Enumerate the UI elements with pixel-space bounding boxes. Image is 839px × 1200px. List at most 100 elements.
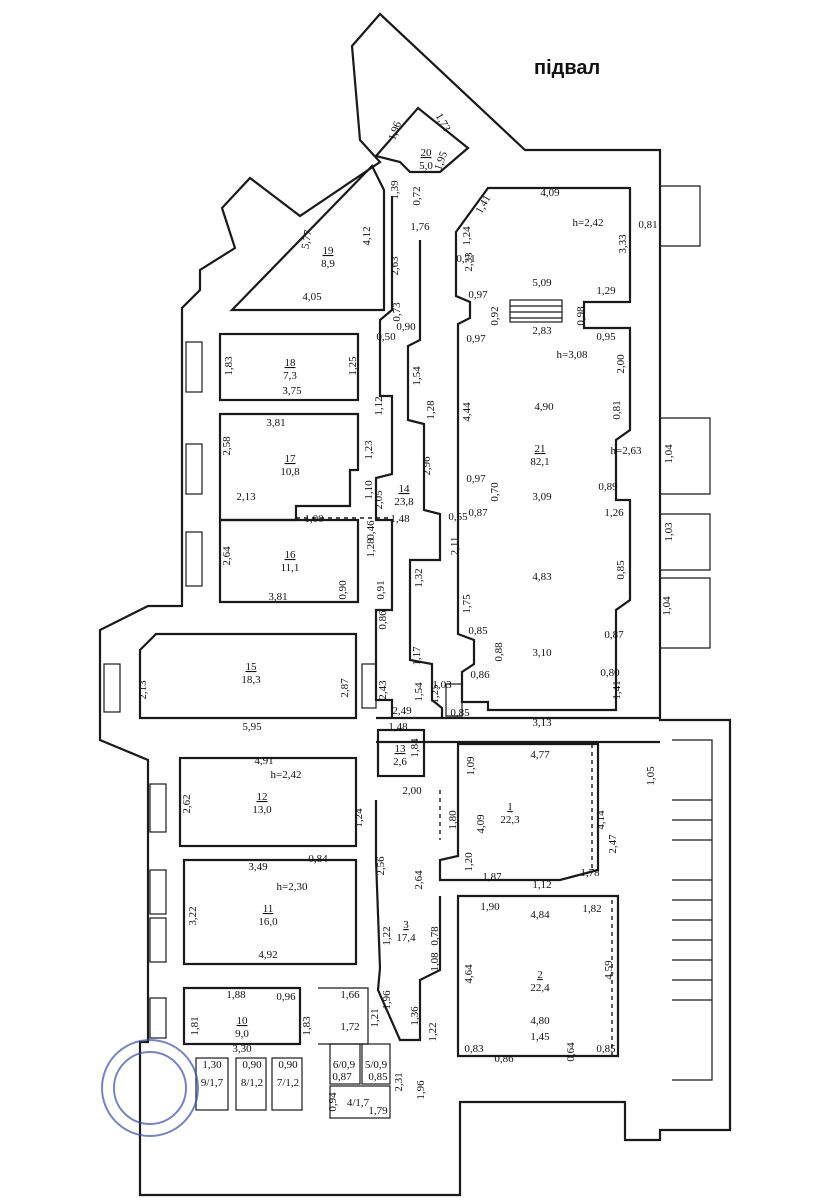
dimension-label: 1,66 <box>340 989 360 1001</box>
dimension-label: 1,00 <box>304 513 324 525</box>
dimension-label: 0,85 <box>450 707 470 719</box>
dimension-label: 5,77 <box>299 228 314 250</box>
room-number: 11 <box>263 903 274 915</box>
dimension-label: 1,83 <box>301 1016 313 1036</box>
dimension-label: 1,79 <box>368 1105 388 1117</box>
dimension-label: 1,12 <box>373 396 385 415</box>
dimension-label: 0,92 <box>489 306 501 325</box>
dimension-label: 4,91 <box>254 755 273 767</box>
dimension-label: 1,29 <box>596 285 616 297</box>
dimension-label: 1,20 <box>463 852 475 872</box>
dimension-label: 1,78 <box>580 867 600 879</box>
dimension-label: 0,86 <box>494 1053 514 1065</box>
plan-title: підвал <box>534 57 600 79</box>
dimension-label: 3,13 <box>532 717 552 729</box>
dimension-label: 0,70 <box>489 482 501 502</box>
room-21-wall <box>454 186 632 712</box>
dimension-label: 0,55 <box>448 511 468 523</box>
dimension-label: 0,80 <box>600 667 620 679</box>
small-room-label: 4/1,7 <box>347 1097 370 1109</box>
dimension-label: 1,45 <box>530 1031 550 1043</box>
dimension-label: 4,09 <box>475 814 487 834</box>
dimension-label: 0,94 <box>327 1092 339 1112</box>
dimension-label: 0,90 <box>278 1059 298 1071</box>
room-area: 23,8 <box>394 496 414 508</box>
dimension-label: 4,83 <box>532 571 552 583</box>
dimension-label: 0,89 <box>598 481 618 493</box>
dimension-label: 1,41 <box>473 193 493 216</box>
stairs-room-21 <box>509 299 563 323</box>
dimension-label: 2,83 <box>532 325 552 337</box>
dimension-label: 0,50 <box>376 331 396 343</box>
dimension-label: 2,64 <box>221 546 233 566</box>
dimension-label: 2,00 <box>402 785 422 797</box>
dimension-label: 0,90 <box>396 321 416 333</box>
dimension-label: 1,88 <box>226 989 246 1001</box>
dimension-label: 1,25 <box>347 356 359 376</box>
dimension-label: 2,62 <box>181 794 193 813</box>
dimension-label: 1,75 <box>461 594 473 614</box>
dimension-label: 0,81 <box>611 400 623 419</box>
ceiling-height: h=2,42 <box>271 769 302 781</box>
sanitary-block-right <box>329 1043 391 1119</box>
room-area: 82,1 <box>530 456 549 468</box>
dimension-label: 2,49 <box>392 705 412 717</box>
room-20-wall <box>373 106 470 174</box>
room-number: 14 <box>399 483 411 495</box>
dimension-label: 1,22 <box>427 1022 439 1041</box>
dimension-label: 5,95 <box>242 721 262 733</box>
room-area: 17,4 <box>396 932 416 944</box>
dimension-label: 0,97 <box>466 333 486 345</box>
dimension-label: 3,10 <box>532 647 552 659</box>
dimension-label: 0,90 <box>337 580 349 600</box>
dimension-label: 2,63 <box>389 256 401 276</box>
dimension-label: 4,14 <box>595 810 607 830</box>
dimension-label: 1,72 <box>340 1021 359 1033</box>
dimension-label: 2,13 <box>236 491 256 503</box>
dimension-label: 2,05 <box>373 490 385 510</box>
stamp-seal <box>101 1039 199 1137</box>
dimension-label: 0,85 <box>615 560 627 580</box>
dimension-label: 2,96 <box>421 456 433 476</box>
ceiling-height: h=2,63 <box>611 445 642 457</box>
room-13-wall <box>376 728 426 778</box>
dimension-label: 0,86 <box>470 669 490 681</box>
dimension-label: 0,84 <box>308 853 328 865</box>
dimension-label: 2,43 <box>377 680 389 700</box>
dimension-label: 0,83 <box>464 1043 484 1055</box>
dimension-label: 1,24 <box>353 808 365 828</box>
room-area: 5,0 <box>419 160 433 172</box>
dimension-label: 2,87 <box>339 678 351 698</box>
room-number: 16 <box>285 549 297 561</box>
room-area: 8,9 <box>321 258 335 270</box>
dimension-label: 1,04 <box>661 596 673 616</box>
dimension-label: 5,09 <box>532 277 552 289</box>
dimension-label: 0,97 <box>468 289 488 301</box>
room-1-wall <box>438 742 600 882</box>
dimension-label: 1,90 <box>480 901 500 913</box>
dimension-label: 2,00 <box>615 354 627 374</box>
dimension-label: 1,87 <box>482 871 502 883</box>
dimension-label: 1,95 <box>432 149 450 172</box>
ceiling-height: h=2,30 <box>277 881 308 893</box>
dimension-label: 1,96 <box>381 990 393 1010</box>
dimension-label: 4,05 <box>302 291 322 303</box>
room-number: 15 <box>246 661 258 673</box>
dimension-label: 4,59 <box>603 960 615 980</box>
dimension-label: 4,64 <box>463 964 475 984</box>
room-area: 10,8 <box>280 466 300 478</box>
dimension-label: 0,91 <box>375 580 387 599</box>
dimension-label: 1,84 <box>409 738 421 758</box>
dimension-label: 4,44 <box>461 402 473 422</box>
dimension-label: 4,90 <box>534 401 554 413</box>
dimension-label: 0,95 <box>596 331 616 343</box>
small-room-label: 6/0,9 <box>333 1059 356 1071</box>
small-room-label: 8/1,2 <box>241 1077 263 1089</box>
dimension-label: 0,86 <box>377 610 389 630</box>
room-area: 18,3 <box>241 674 261 686</box>
dimension-label: 1,08 <box>429 952 441 972</box>
room-number: 10 <box>237 1015 249 1027</box>
bay-right-1 <box>660 417 711 495</box>
dimension-label: 0,87 <box>468 507 488 519</box>
